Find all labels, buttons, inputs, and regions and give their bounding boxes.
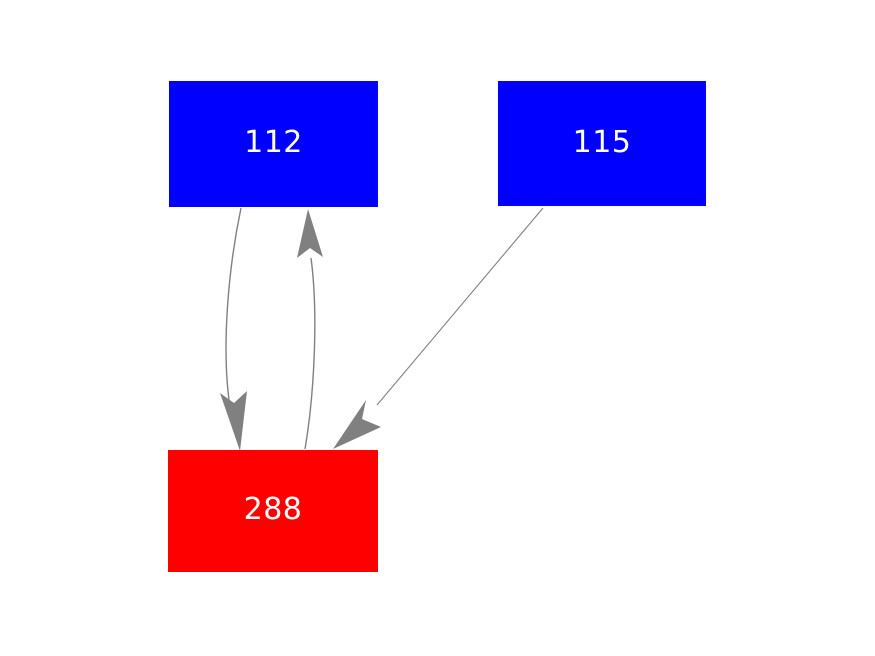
edge-288-to-112-line bbox=[304, 257, 316, 450]
edge-112-to-288-line bbox=[225, 207, 242, 401]
edge-112-to-288[interactable] bbox=[220, 207, 247, 451]
edge-115-to-288-line bbox=[376, 207, 544, 406]
node-288[interactable]: 288 bbox=[168, 450, 378, 572]
edge-288-to-112[interactable] bbox=[297, 209, 323, 450]
node-115-label: 115 bbox=[572, 124, 632, 160]
edge-288-to-112-arrowhead bbox=[297, 209, 323, 258]
node-112[interactable]: 112 bbox=[169, 81, 378, 207]
node-288-label: 288 bbox=[243, 492, 303, 527]
edge-115-to-288-arrowhead bbox=[333, 400, 381, 449]
edge-112-to-288-arrowhead bbox=[220, 391, 247, 451]
node-112-label: 112 bbox=[244, 125, 303, 160]
edge-115-to-288[interactable] bbox=[333, 207, 544, 449]
node-115[interactable]: 115 bbox=[498, 81, 706, 206]
